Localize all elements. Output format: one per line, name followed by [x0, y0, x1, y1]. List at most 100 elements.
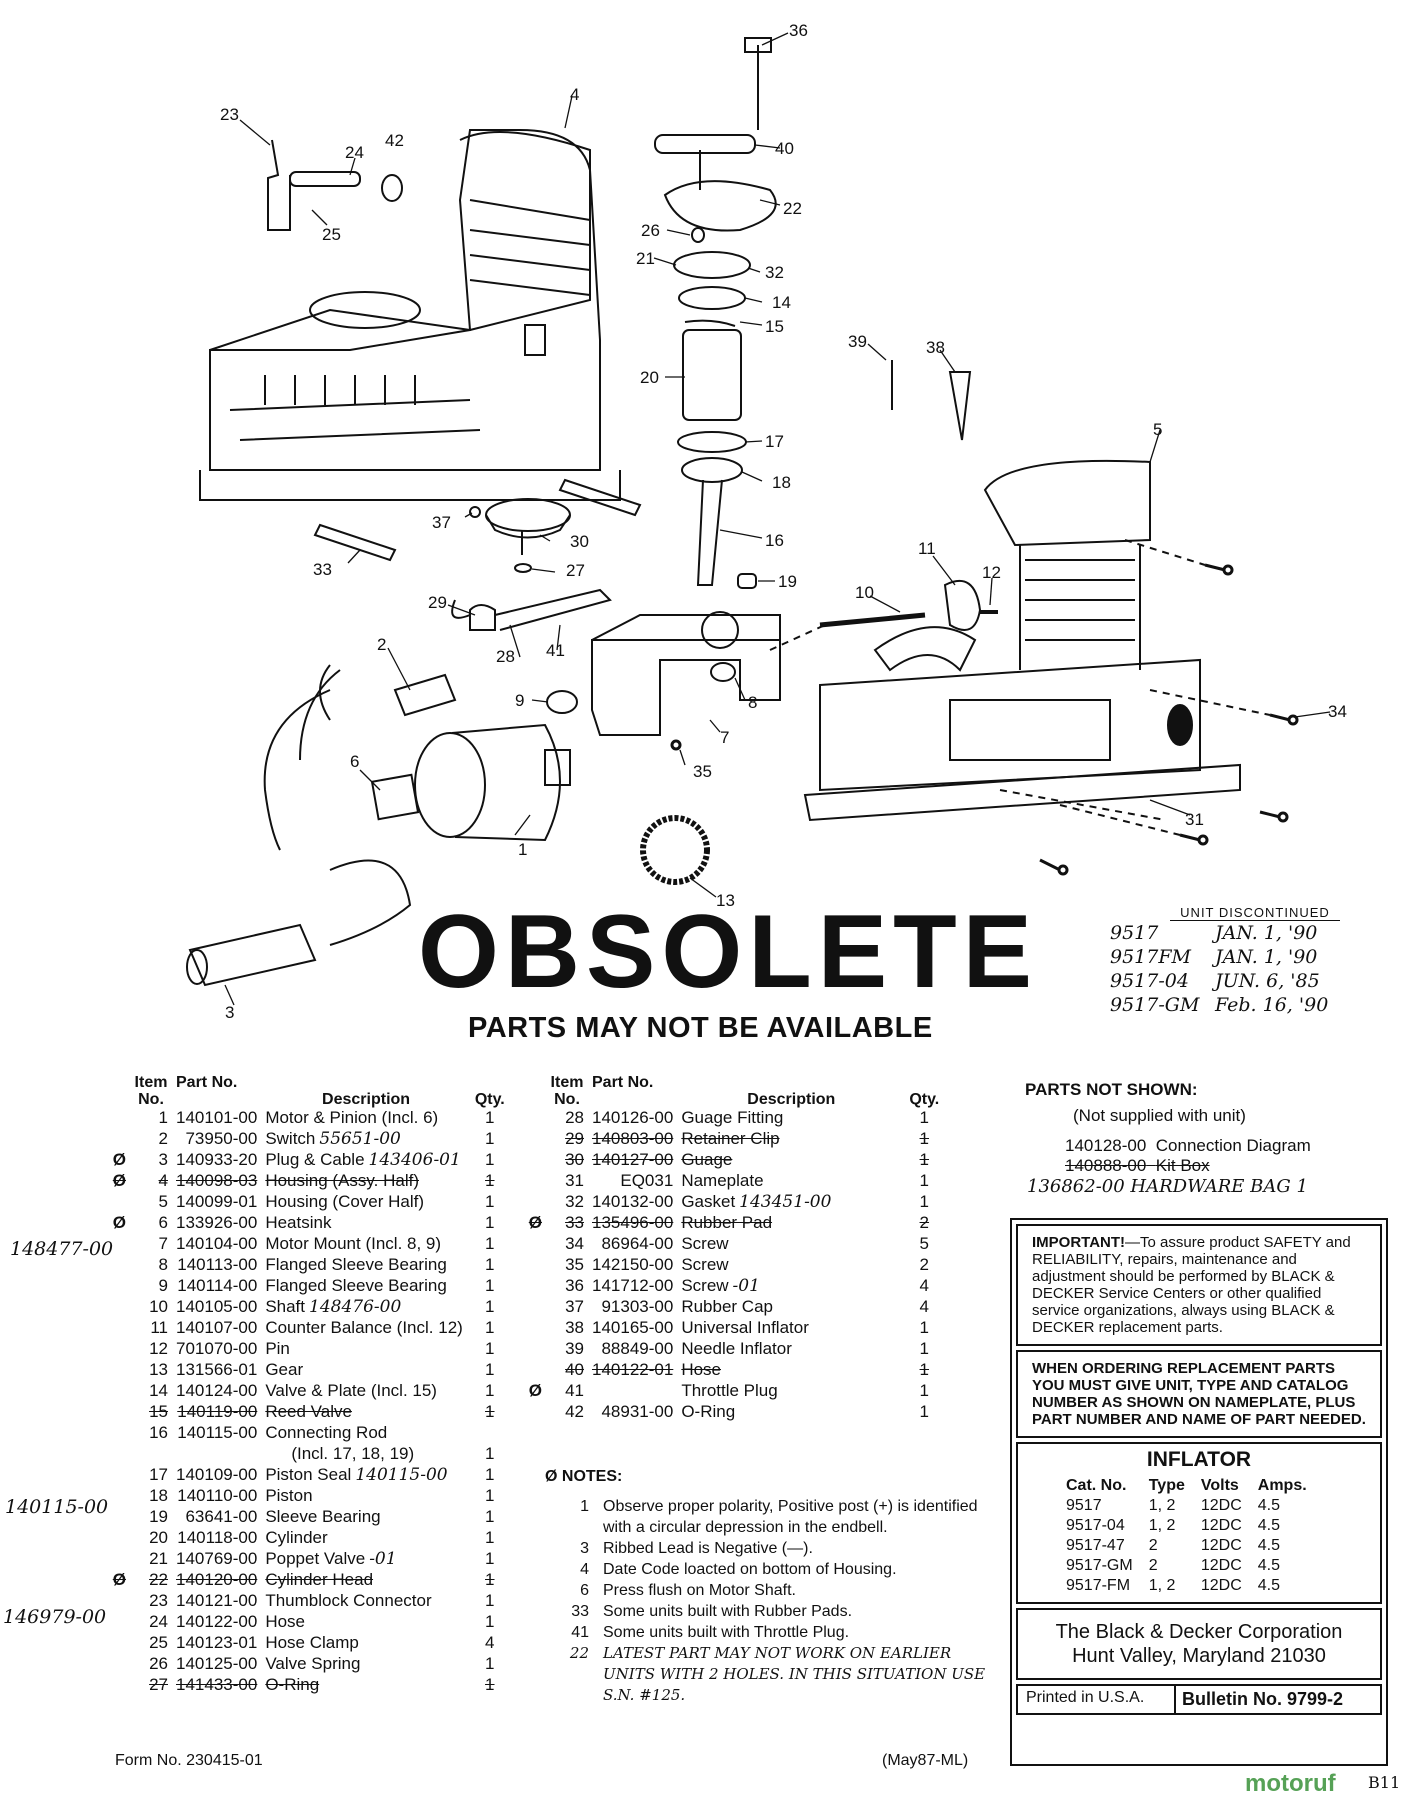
- handwritten-correction: -01: [732, 1276, 760, 1296]
- cell-qty: 1: [919, 1360, 930, 1379]
- obsolete-stamp: OBSOLETE: [418, 894, 1039, 1010]
- cell-phi: [104, 1465, 130, 1486]
- callout-33: 33: [313, 560, 332, 579]
- handwritten-correction: 143406-01: [368, 1150, 461, 1170]
- ordering-notice: WHEN ORDERING REPLACEMENT PARTS YOU MUST…: [1016, 1350, 1382, 1438]
- discontinued-header: UNIT DISCONTINUED: [1170, 905, 1340, 921]
- cell-part: 140125-00: [176, 1654, 258, 1673]
- cell-desc: Hose Clamp: [265, 1633, 359, 1652]
- col-qty: Qty.: [909, 1091, 940, 1108]
- cell-part: 140120-00: [176, 1570, 258, 1589]
- cell-item: 4: [158, 1171, 168, 1190]
- cell-qty: 1: [485, 1192, 495, 1211]
- table-header-row: Item No. Part No. Description Qty.: [520, 1074, 943, 1108]
- cell-qty: 1: [485, 1234, 495, 1253]
- cell-phi: [104, 1339, 130, 1360]
- cell-desc: Poppet Valve-01: [265, 1549, 397, 1569]
- cell-qty: 1: [485, 1150, 495, 1169]
- cell-phi: [520, 1318, 546, 1339]
- cell-desc: Hose: [265, 1612, 305, 1631]
- cell-desc: Nameplate: [681, 1171, 764, 1190]
- cell-qty: 1: [485, 1654, 495, 1673]
- callout-leaders: [224, 32, 1331, 1006]
- cell-part: 140121-00: [176, 1591, 258, 1610]
- cell-item: 42: [565, 1402, 584, 1421]
- cell-item: 6: [158, 1213, 168, 1232]
- cell-item: 37: [565, 1297, 584, 1316]
- cell-item: 40: [565, 1360, 584, 1379]
- cell-qty: 1: [485, 1171, 495, 1190]
- cell-phi: Ø: [112, 1171, 126, 1190]
- cell-phi: [104, 1549, 130, 1570]
- cell-part: 140115-00: [177, 1423, 258, 1442]
- callout-16: 16: [765, 531, 784, 550]
- callout-19: 19: [778, 572, 797, 591]
- cell-part: 140119-00: [177, 1402, 258, 1421]
- cell-item: 24: [149, 1612, 168, 1631]
- cell-desc: Rubber Pad: [681, 1213, 773, 1232]
- cell-phi: [520, 1108, 546, 1129]
- table-row: (Incl. 17, 18, 19)1: [104, 1444, 509, 1465]
- cylinder-stack-drawing: [654, 37, 777, 589]
- cell-desc: Valve Spring: [265, 1654, 361, 1673]
- cell-qty: 4: [919, 1297, 930, 1316]
- cell-part: [172, 1444, 261, 1465]
- cell-qty: 1: [919, 1381, 930, 1400]
- cell-desc: Universal Inflator: [681, 1318, 809, 1337]
- motor-mount-drawing: [546, 611, 781, 736]
- cell-desc: Thumblock Connector: [265, 1591, 432, 1610]
- cell-part: 141433-00: [176, 1675, 258, 1694]
- cell-part: 140803-00: [592, 1129, 674, 1148]
- rubber-pad-drawing: [313, 523, 397, 562]
- callout-10: 10: [855, 583, 874, 602]
- cell-qty: 1: [485, 1339, 495, 1358]
- cell-qty: 1: [485, 1318, 495, 1337]
- cell-part: 140933-20: [176, 1150, 258, 1169]
- callout-36: 36: [789, 21, 808, 40]
- cell-item: 32: [565, 1192, 584, 1211]
- guage-fitting-drawing: [451, 588, 612, 631]
- col-item-no: Item No.: [134, 1074, 168, 1108]
- cell-qty: 1: [485, 1213, 495, 1232]
- cell-desc: Housing (Cover Half): [265, 1192, 425, 1211]
- cell-item: 21: [149, 1549, 168, 1568]
- cell-phi: [104, 1402, 130, 1423]
- handwritten-correction: -01: [369, 1549, 397, 1569]
- cell-desc: Reed Valve: [265, 1402, 352, 1421]
- cell-phi: [104, 1234, 130, 1255]
- exploded-parts-diagram: 36 4 23 24 42 25 40 22 26 21 32 14 15 20…: [186, 21, 1347, 1022]
- margin-note-18: 140115-00: [5, 1496, 109, 1518]
- cell-desc: Screw-01: [681, 1276, 760, 1296]
- callout-35: 35: [693, 762, 712, 781]
- col-description: Description: [322, 1091, 411, 1108]
- cell-part: 48931-00: [601, 1402, 674, 1421]
- callout-28: 28: [496, 647, 515, 666]
- cell-phi: [104, 1192, 130, 1213]
- callout-20: 20: [640, 368, 659, 387]
- cell-desc: Flanged Sleeve Bearing: [265, 1255, 447, 1274]
- cell-desc: Pin: [265, 1339, 290, 1358]
- cell-desc: Screw: [681, 1234, 729, 1253]
- cell-item: 26: [149, 1654, 168, 1673]
- cell-phi: [104, 1486, 130, 1507]
